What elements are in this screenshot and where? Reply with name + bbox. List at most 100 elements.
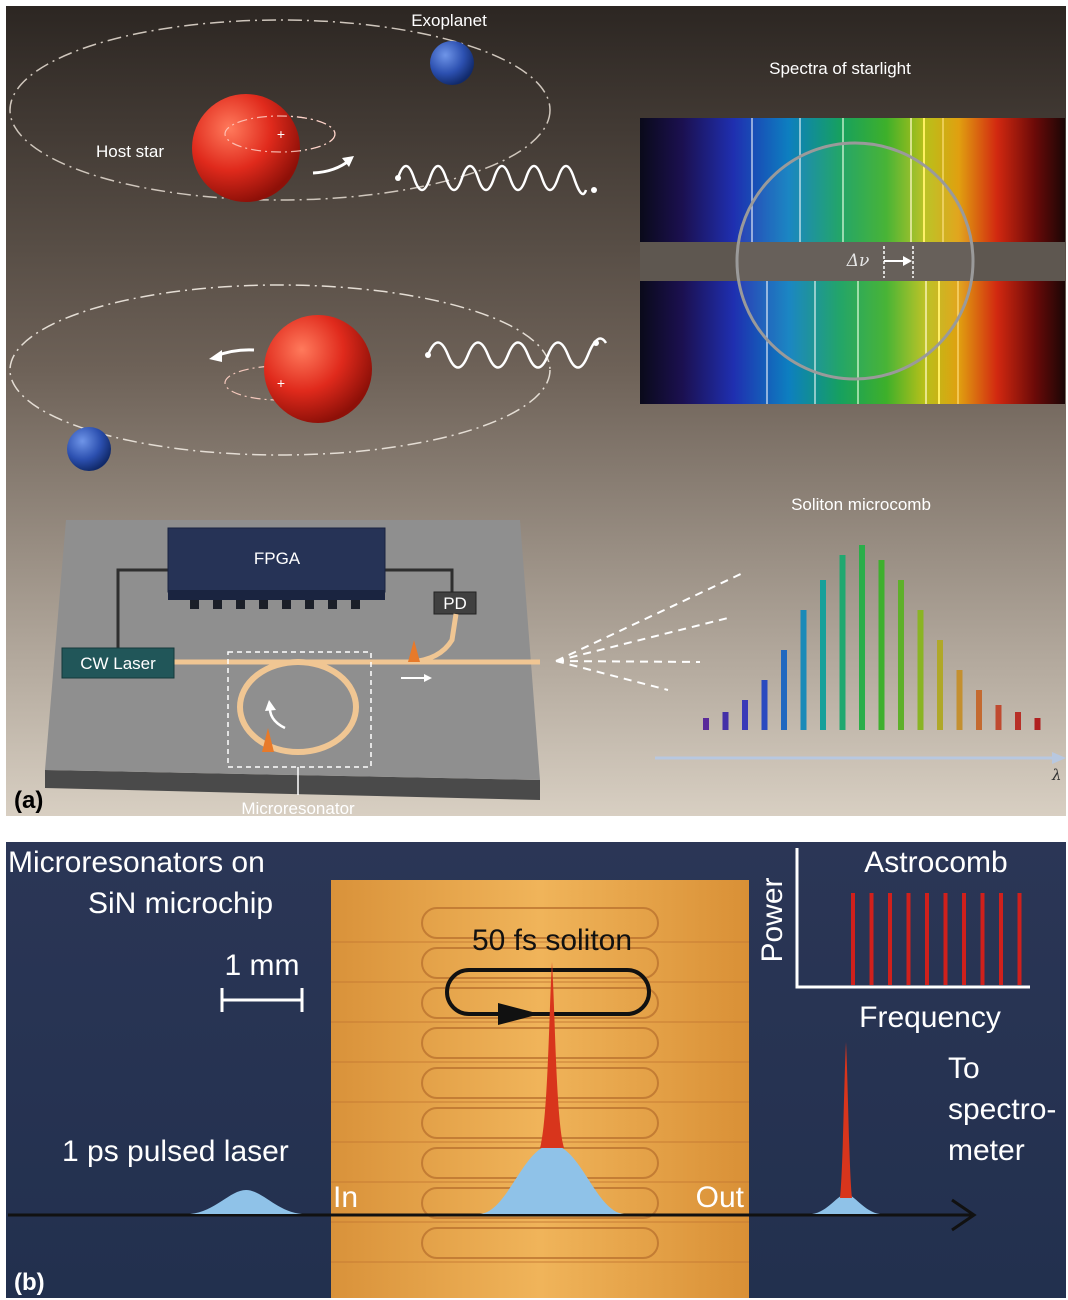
astrocomb-axes: [795, 848, 1030, 989]
bus-direction-arrowhead: [424, 674, 432, 682]
lambda-label: λ: [1051, 766, 1062, 784]
chip-pulse: [480, 1145, 624, 1214]
wire-fpga-pd: [385, 568, 454, 592]
wave-end-dot-bottom: [593, 340, 599, 346]
spectro-label: spectro-: [948, 1093, 1056, 1126]
pulsed-laser-label: 1 ps pulsed laser: [62, 1135, 289, 1168]
star-center-mark-bottom: +: [277, 375, 285, 391]
wave-start-dot-top: [395, 175, 401, 181]
comb-lines: [703, 545, 1041, 730]
comb-line: [703, 718, 709, 730]
spectrum-bottom: [640, 281, 1065, 404]
motion-arrowhead-top: [342, 156, 354, 167]
planet-orbit-top: [9, 19, 551, 201]
wavelength-axis-arrowhead: [1052, 752, 1066, 764]
comb-line: [898, 580, 904, 730]
wave-end-dot-top: [591, 187, 597, 193]
comb-line: [781, 650, 787, 730]
soliton-pulse-ring: [262, 728, 274, 752]
host-star-bottom: [264, 315, 372, 423]
comb-line: [917, 610, 924, 730]
chip-waveguide-pattern: [331, 907, 749, 1263]
wave-start-dot-bottom: [425, 352, 431, 358]
chip-ring-resonator: [421, 1107, 659, 1139]
motion-arrowhead-bottom: [209, 350, 222, 362]
comb-line: [761, 680, 768, 730]
panel-b-title-line1: Microresonators on: [8, 846, 265, 879]
comb-line: [1034, 718, 1041, 730]
ring-circulation-arrowhead: [265, 700, 276, 711]
exoplanet-label: Exoplanet: [411, 11, 487, 30]
microresonator-label: Microresonator: [241, 799, 355, 818]
microresonator-highlight-box: [227, 651, 372, 768]
comb-line: [722, 712, 729, 730]
comb-line: [859, 545, 865, 730]
output-pulse: [812, 1194, 880, 1214]
spectrum-gap: [640, 242, 1065, 281]
chip-ring-resonator: [421, 987, 659, 1019]
panel-a: + Exoplanet Host star + Spectra of starl…: [6, 6, 1066, 818]
output-soliton: [840, 1042, 852, 1198]
magnifier-lens: [735, 141, 975, 381]
planet-orbit-bottom: [9, 284, 551, 456]
spectrum-top: [640, 118, 1065, 242]
frequency-axis-label: Frequency: [859, 1001, 1001, 1034]
chip-ring-resonator: [421, 947, 659, 979]
meter-label: meter: [948, 1134, 1025, 1167]
input-pulse: [190, 1190, 302, 1214]
ring-resonator: [237, 659, 359, 755]
comb-line: [839, 555, 846, 730]
astrocomb-lines: [851, 893, 1022, 985]
cw-laser-box: [61, 647, 175, 679]
ring-loop: [445, 968, 651, 1016]
host-star-label: Host star: [96, 142, 164, 161]
pd-label: PD: [443, 594, 467, 613]
comb-line: [742, 700, 748, 730]
exoplanet-top: [430, 41, 474, 85]
delta-nu-label: Δν: [846, 251, 870, 271]
comb-line: [937, 640, 943, 730]
emission-cone: [555, 571, 746, 691]
panel-b-title-line2: SiN microchip: [88, 887, 273, 920]
absorption-lines-top: [751, 118, 944, 242]
chip-ring-resonator: [421, 1027, 659, 1059]
shift-arrowhead: [903, 256, 912, 266]
fpga-pins: [190, 600, 360, 609]
panel-b-label: (b): [14, 1269, 45, 1296]
chip-ring-resonator: [421, 1227, 659, 1259]
soliton-pulse-bus: [408, 640, 420, 662]
scale-bar-label: 1 mm: [225, 949, 300, 982]
star-center-mark-top: +: [277, 126, 285, 142]
comb-line: [1015, 712, 1021, 730]
fpga-bottom-edge: [168, 590, 385, 600]
wire-laser-fpga: [116, 568, 168, 650]
comb-line: [956, 670, 963, 730]
comb-line: [995, 705, 1002, 730]
panel-b: Microresonators on SiN microchip 1 mm 50…: [6, 842, 1066, 1298]
chip-soliton: [540, 962, 564, 1148]
comb-line: [878, 560, 885, 730]
out-label: Out: [696, 1181, 745, 1214]
exoplanet-bottom: [67, 427, 111, 471]
comb-line: [820, 580, 826, 730]
light-wave-top: [396, 164, 588, 196]
comb-title: Soliton microcomb: [791, 495, 931, 514]
cw-laser-label: CW Laser: [80, 654, 156, 673]
fpga-label: FPGA: [254, 549, 301, 568]
ring-loop-arrowhead: [498, 1003, 540, 1025]
comb-line: [976, 690, 982, 730]
in-label: In: [333, 1181, 358, 1214]
chip-ring-resonator: [421, 907, 659, 939]
panel-a-label: (a): [14, 787, 43, 814]
absorption-lines-bottom: [766, 281, 959, 404]
power-axis-label: Power: [756, 877, 789, 962]
comb-line: [800, 610, 807, 730]
spectra-title: Spectra of starlight: [769, 59, 911, 78]
propagation-axis-arrowhead: [951, 1198, 977, 1232]
to-label: To: [948, 1052, 980, 1085]
light-wave-bottom: [426, 337, 608, 369]
soliton-label: 50 fs soliton: [472, 924, 632, 957]
chip-ring-resonator: [421, 1067, 659, 1099]
astrocomb-label: Astrocomb: [864, 846, 1007, 879]
